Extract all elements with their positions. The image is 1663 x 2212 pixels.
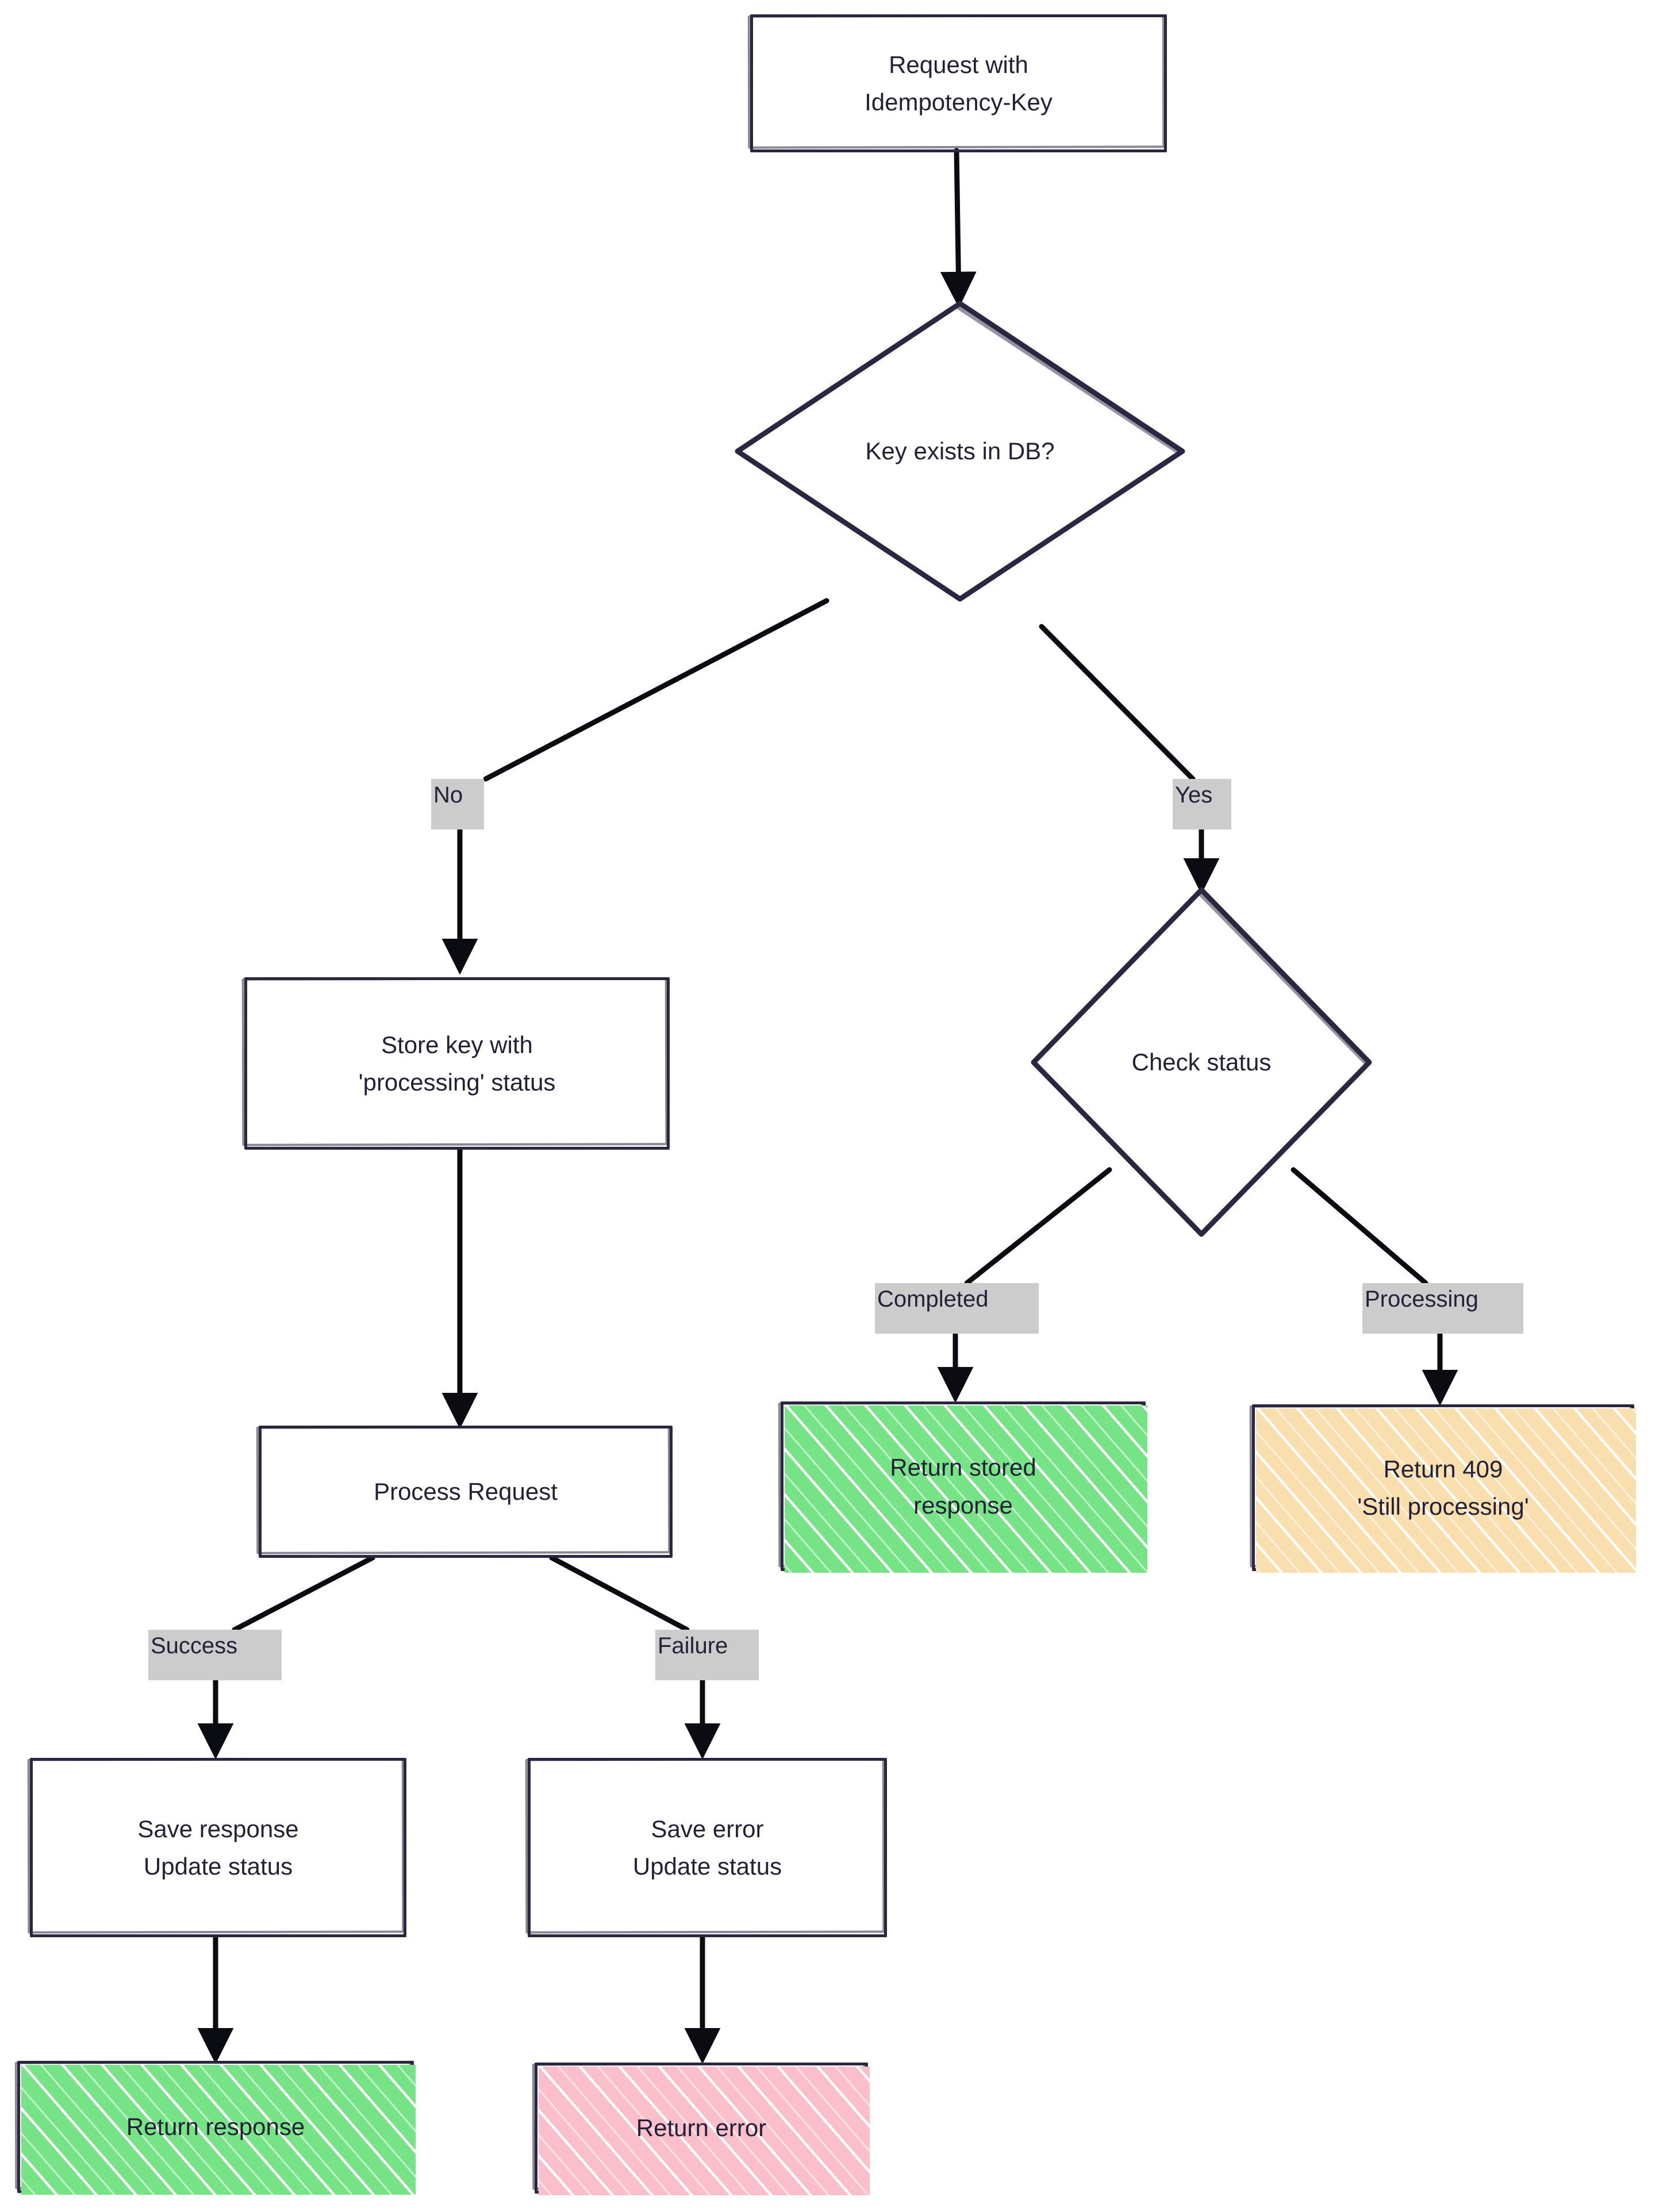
- diamond-shape: [735, 301, 1185, 602]
- edge-label-failure: Failure: [655, 1630, 759, 1680]
- node-label-line: Return 409: [1383, 1455, 1503, 1483]
- node-label-line: Save response: [137, 1815, 299, 1842]
- node-label-line: Update status: [143, 1853, 293, 1880]
- node-request-with-idempotency-key[interactable]: Request with Idempotency-Key: [750, 14, 1167, 152]
- edge-start-to-key-exists: [940, 148, 977, 308]
- node-return-error[interactable]: Return error: [535, 2063, 870, 2195]
- edge-label-no: No: [431, 779, 484, 830]
- edge-process-success: [232, 1555, 375, 1633]
- node-check-status[interactable]: Check status: [1029, 885, 1374, 1239]
- edge-label-processing: Processing: [1362, 1283, 1523, 1334]
- node-label-line: Return error: [636, 2114, 767, 2142]
- node-label-line: Request with: [889, 51, 1028, 78]
- edge-key-exists-no: [483, 598, 829, 782]
- node-key-exists-in-db[interactable]: Key exists in DB?: [733, 299, 1187, 604]
- node-label-line: 'Still processing': [1357, 1493, 1529, 1520]
- node-return-response[interactable]: Return response: [17, 2061, 416, 2195]
- edge-key-exists-yes: [1039, 624, 1196, 782]
- node-return-stored-response[interactable]: Return stored response: [781, 1401, 1147, 1573]
- edge-label-success: Success: [148, 1630, 282, 1680]
- diamond-shape: [1031, 887, 1372, 1237]
- node-save-response-update-status[interactable]: Save response Update status: [30, 1758, 406, 1937]
- edge-label-yes: Yes: [1173, 779, 1231, 830]
- node-label-line: Idempotency-Key: [865, 89, 1053, 116]
- node-process-request[interactable]: Process Request: [259, 1426, 673, 1558]
- node-label: Check status: [1131, 1048, 1272, 1076]
- edge-label-completed: Completed: [875, 1283, 1039, 1334]
- node-store-key-processing[interactable]: Store key with 'processing' status: [244, 977, 670, 1150]
- node-label-line: Return response: [126, 2113, 305, 2141]
- node-label-line: response: [913, 1491, 1013, 1519]
- edge-process-failure: [549, 1555, 690, 1633]
- node-save-error-update-status[interactable]: Save error Update status: [528, 1758, 887, 1937]
- node-label-line: Save error: [651, 1815, 764, 1842]
- node-label-line: Update status: [632, 1853, 782, 1880]
- node-return-409-still-processing[interactable]: Return 409 'Still processing': [1252, 1404, 1636, 1573]
- node-label: Key exists in DB?: [865, 437, 1055, 464]
- node-label-line: Return stored: [890, 1454, 1036, 1481]
- node-label-line: Store key with: [381, 1031, 533, 1058]
- node-label-line: Process Request: [374, 1478, 558, 1506]
- node-label-line: 'processing' status: [358, 1069, 556, 1096]
